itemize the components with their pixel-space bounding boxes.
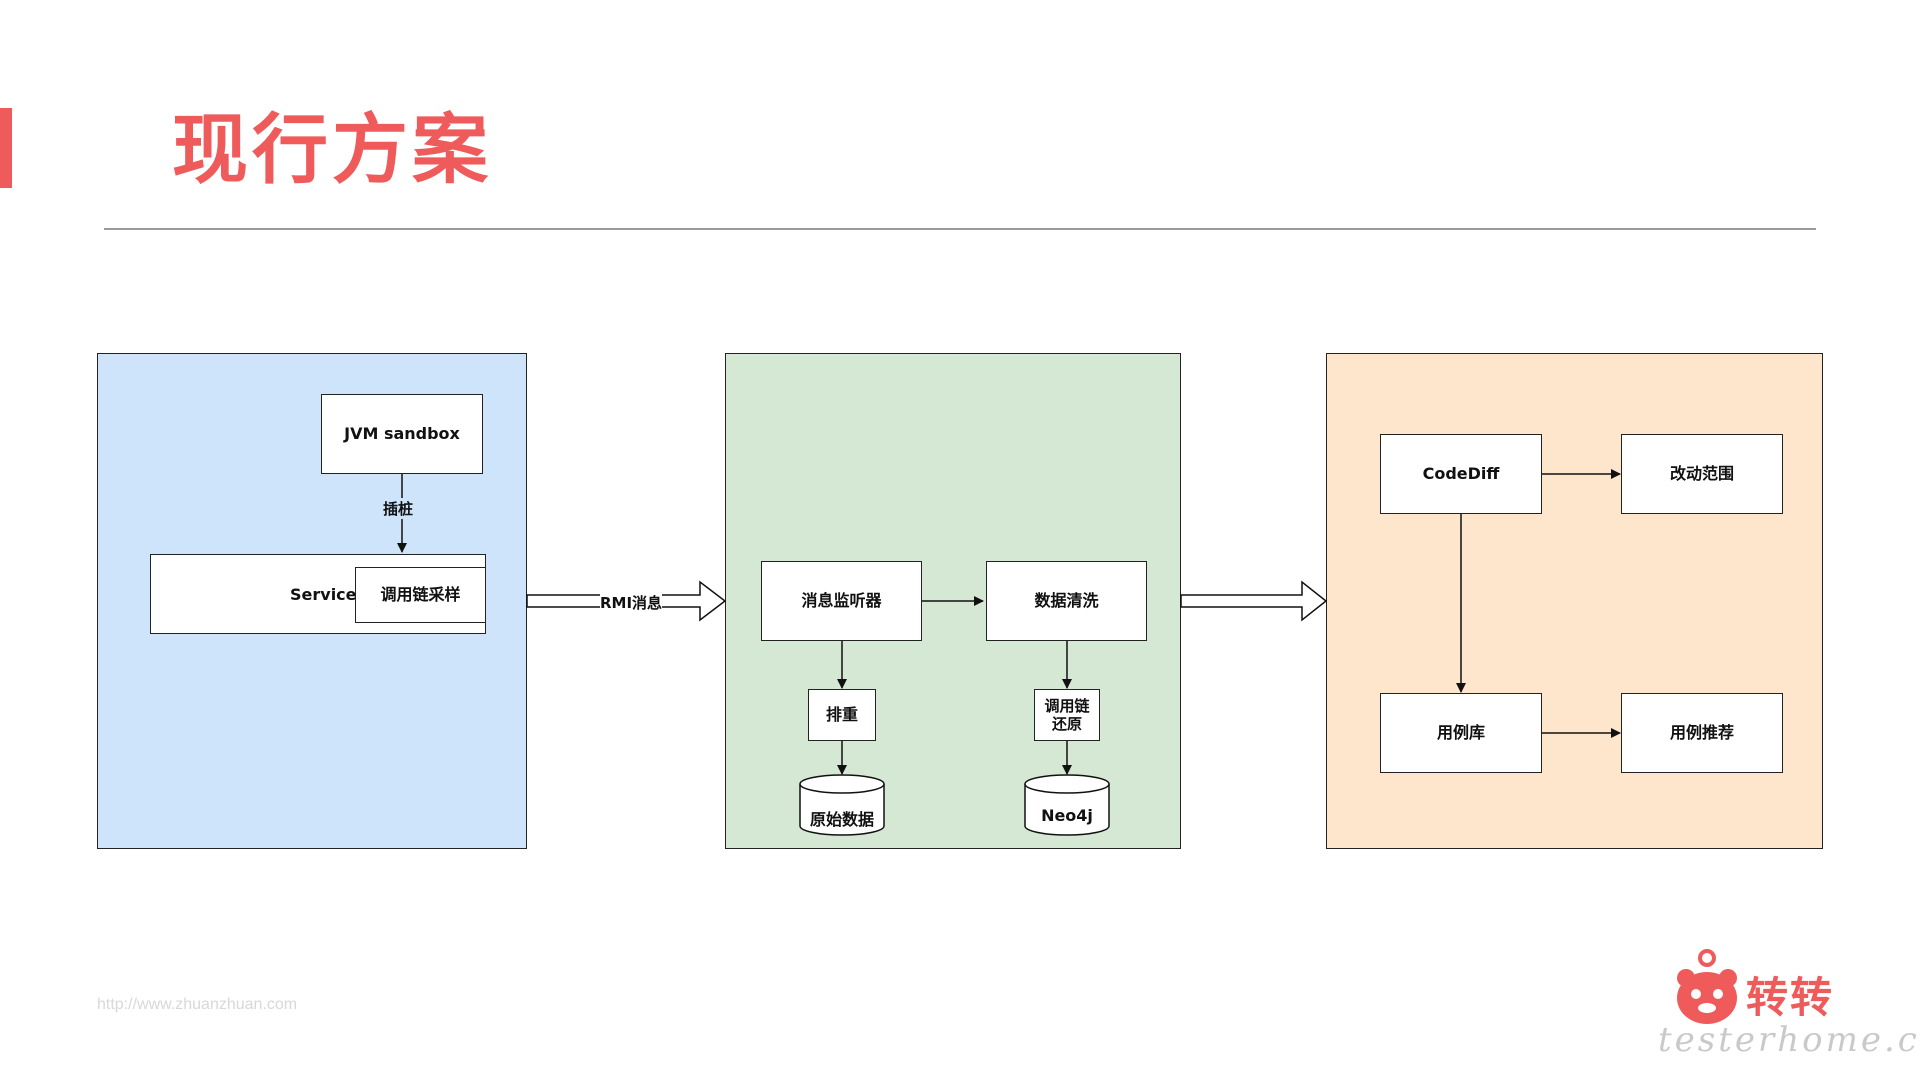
change-scope-node: 改动范围 — [1621, 434, 1783, 514]
title-divider — [104, 228, 1816, 230]
trace-restore-node: 调用链 还原 — [1034, 689, 1100, 741]
trace-sampling-node: 调用链采样 — [355, 567, 486, 623]
jvm-sandbox-node: JVM sandbox — [321, 394, 483, 474]
zhuanzhuan-logo-icon — [1677, 949, 1737, 1024]
data-cleaning-node: 数据清洗 — [986, 561, 1147, 641]
dedupe-node: 排重 — [808, 689, 876, 741]
case-library-node: 用例库 — [1380, 693, 1542, 773]
codediff-node: CodeDiff — [1380, 434, 1542, 514]
raw-data-label: 原始数据 — [809, 810, 874, 829]
instrument-label: 插桩 — [383, 498, 414, 519]
website-link: http://www.zhuanzhuan.com — [97, 996, 298, 1013]
rmi-message-label: RMI消息 — [600, 592, 663, 613]
neo4j-label: Neo4j — [1041, 806, 1093, 825]
case-recommend-node: 用例推荐 — [1621, 693, 1783, 773]
page-title: 现行方案 — [172, 105, 492, 194]
recommendation-panel — [1326, 353, 1823, 849]
watermark: testerhome.com — [1658, 1020, 1920, 1060]
brand-name: 转转 — [1746, 973, 1835, 1022]
message-listener-node: 消息监听器 — [761, 561, 922, 641]
title-accent-bar — [0, 108, 12, 188]
big-arrow-to-recommend — [1180, 580, 1328, 622]
service-label: Service — [290, 585, 357, 604]
